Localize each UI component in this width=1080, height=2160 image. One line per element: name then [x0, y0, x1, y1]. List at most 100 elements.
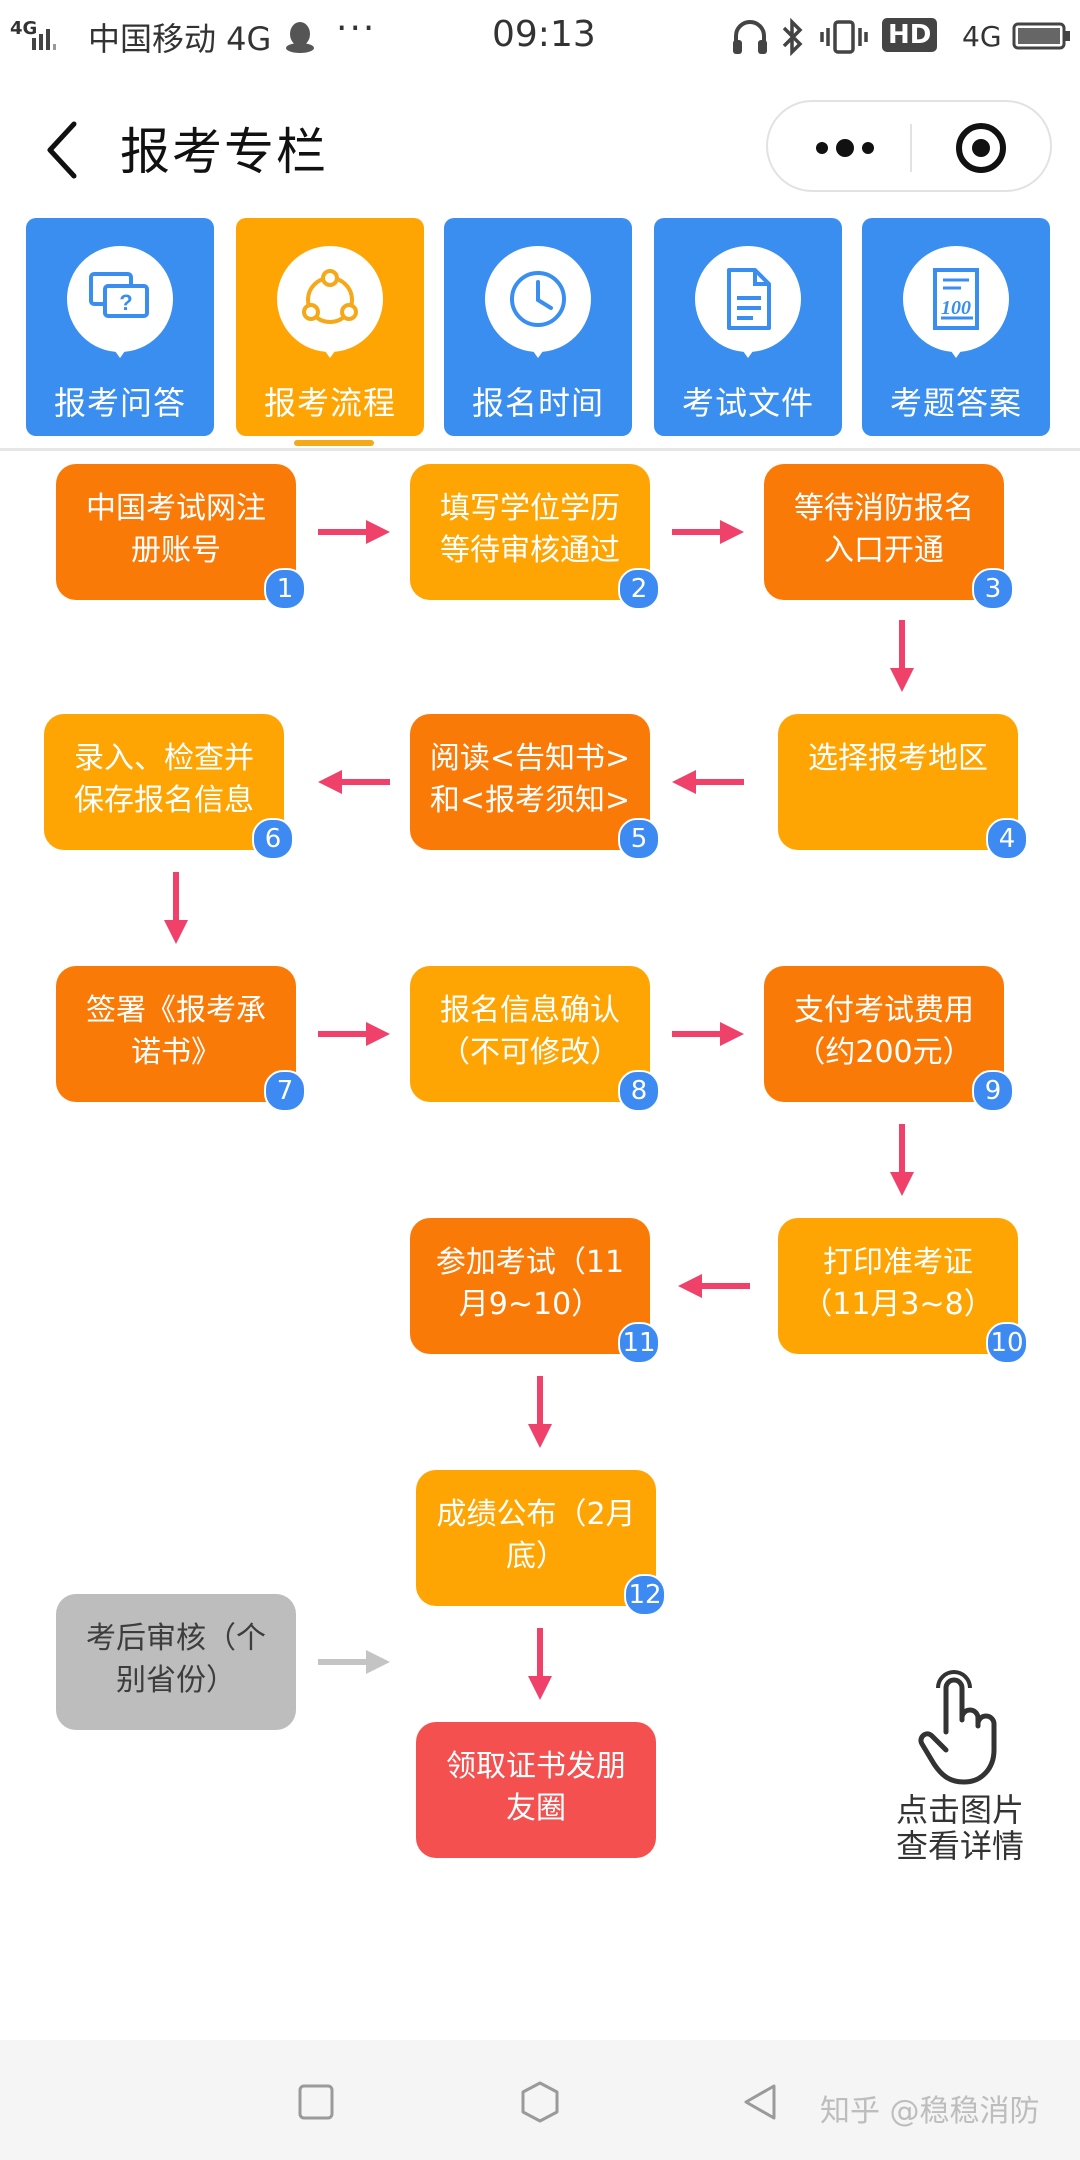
home-icon[interactable]	[518, 2080, 562, 2124]
back-nav-icon[interactable]	[740, 2082, 780, 2122]
step-text-line1: 等待消防报名	[794, 491, 974, 526]
tab-exam-answers[interactable]: 100 考题答案	[862, 218, 1050, 436]
tab-label: 考题答案	[889, 384, 1022, 422]
clock-icon	[485, 246, 591, 358]
title-bar: 报考专栏	[0, 90, 1080, 210]
close-miniprogram-icon[interactable]	[926, 116, 1036, 180]
page-title: 报考专栏	[120, 123, 328, 181]
arrow-down-icon	[890, 1124, 914, 1196]
battery-icon	[1012, 22, 1070, 50]
arrow-right-icon	[318, 1022, 390, 1046]
tab-divider	[0, 448, 1080, 451]
signal-bars-icon	[32, 29, 56, 50]
arrow-left-icon	[678, 1274, 750, 1298]
step-number-badge: 7	[264, 1070, 306, 1112]
step-text-line1: 填写学位学历	[440, 491, 620, 526]
more-notifications-icon: ···	[336, 8, 377, 49]
tap-to-view-hint[interactable]: 点击图片 查看详情	[880, 1670, 1040, 1870]
step-number-badge: 1	[264, 568, 306, 610]
step-number-badge: 8	[618, 1070, 660, 1112]
network-type: 4G	[962, 20, 1002, 53]
tab-registration-time[interactable]: 报名时间	[444, 218, 632, 436]
step-text-line1: 中国考试网注	[86, 491, 266, 526]
step-text-line1: 支付考试费用	[794, 993, 974, 1028]
step-text-line1: 打印准考证	[823, 1245, 973, 1280]
tab-exam-process[interactable]: 报考流程	[236, 218, 424, 436]
hint-line1: 点击图片	[895, 1791, 1024, 1829]
recent-apps-icon[interactable]	[296, 2082, 336, 2122]
step-certificate: 领取证书发朋 友圈	[416, 1722, 656, 1858]
tab-label: 报考问答	[53, 384, 186, 422]
clock-time: 09:13	[492, 14, 596, 55]
hd-badge: HD	[882, 18, 938, 52]
step-text-line2: （不可修改）	[440, 1035, 620, 1070]
tab-exam-qa[interactable]: ? 报考问答	[26, 218, 214, 436]
tab-label: 报考流程	[263, 384, 396, 422]
status-bar: 4G 中国移动 4G ··· 09:13 HD 4G	[0, 0, 1080, 74]
step-number-badge: 5	[618, 818, 660, 860]
arrow-down-icon	[164, 872, 188, 944]
step-8: 报名信息确认 （不可修改） 8	[410, 966, 660, 1112]
step-text-line1: 领取证书发朋	[446, 1749, 626, 1784]
cycle-flow-icon	[277, 246, 383, 358]
tab-label: 考试文件	[681, 384, 814, 422]
step-text-line1: 签署《报考承	[86, 993, 266, 1028]
step-text-line2: （约200元）	[795, 1035, 973, 1070]
step-number-badge: 9	[972, 1070, 1014, 1112]
step-text-line1: 录入、检查并	[74, 741, 254, 776]
tap-hand-icon	[918, 1670, 997, 1785]
step-12: 成绩公布（2月 底） 12	[416, 1470, 666, 1616]
qq-notification-icon	[286, 22, 314, 53]
svg-text:?: ?	[119, 290, 132, 315]
active-tab-indicator	[294, 440, 374, 446]
arrow-right-icon	[672, 1022, 744, 1046]
step-text-line1: 阅读<告知书>	[429, 741, 631, 776]
step-4: 选择报考地区 4	[778, 714, 1028, 860]
carrier-label: 中国移动 4G	[88, 20, 272, 58]
step-text-line2: 保存报名信息	[74, 783, 254, 818]
step-3: 等待消防报名 入口开通 3	[764, 464, 1014, 610]
step-number-badge: 6	[252, 818, 294, 860]
step-11: 参加考试（11 月9~10） 11	[410, 1218, 660, 1364]
tab-exam-documents[interactable]: 考试文件	[654, 218, 842, 436]
step-text-line1: 参加考试（11	[435, 1245, 625, 1280]
step-number-badge: 12	[624, 1574, 666, 1616]
step-text-line2: 友圈	[506, 1791, 566, 1826]
arrow-down-icon	[528, 1628, 552, 1700]
tab-label: 报名时间	[471, 384, 604, 422]
score-100-icon: 100	[903, 246, 1009, 358]
arrow-left-icon	[318, 770, 390, 794]
step-number-badge: 3	[972, 568, 1014, 610]
system-navigation-bar: 知乎 @稳稳消防	[0, 2040, 1080, 2160]
step-9: 支付考试费用 （约200元） 9	[764, 966, 1014, 1112]
step-number-badge: 11	[618, 1322, 660, 1364]
mini-program-capsule	[766, 100, 1052, 192]
capsule-divider	[910, 124, 912, 172]
step-6: 录入、检查并 保存报名信息 6	[44, 714, 294, 860]
step-text-line2: 诺书》	[131, 1035, 221, 1070]
signal-strength-icon: 4G	[10, 18, 38, 39]
step-7: 签署《报考承 诺书》 7	[56, 966, 306, 1112]
step-post-exam-review: 考后审核（个 别省份）	[56, 1594, 296, 1730]
headphones-icon	[733, 20, 767, 54]
arrow-down-icon	[890, 620, 914, 692]
step-text-line2: （11月3~8）	[802, 1287, 994, 1322]
step-text-line2: 和<报考须知>	[429, 783, 631, 818]
step-text-line2: 册账号	[131, 533, 221, 568]
more-options-icon[interactable]	[788, 116, 898, 180]
step-text-line2: 底）	[506, 1539, 566, 1574]
arrow-right-icon	[672, 520, 744, 544]
step-text-line1: 报名信息确认	[440, 993, 620, 1028]
step-text-line1: 选择报考地区	[808, 741, 988, 776]
step-number-badge: 4	[986, 818, 1028, 860]
tap-hint-text: 点击图片 查看详情	[880, 1792, 1040, 1864]
zhihu-watermark: 知乎 @稳稳消防	[820, 2094, 1040, 2129]
step-number-badge: 2	[618, 568, 660, 610]
arrow-left-icon	[672, 770, 744, 794]
arrow-down-icon	[528, 1376, 552, 1448]
arrow-right-gray-icon	[318, 1650, 390, 1674]
bluetooth-icon	[782, 18, 803, 56]
document-icon	[695, 246, 801, 358]
step-text-line2: 别省份）	[116, 1663, 236, 1698]
back-icon[interactable]	[36, 114, 92, 186]
